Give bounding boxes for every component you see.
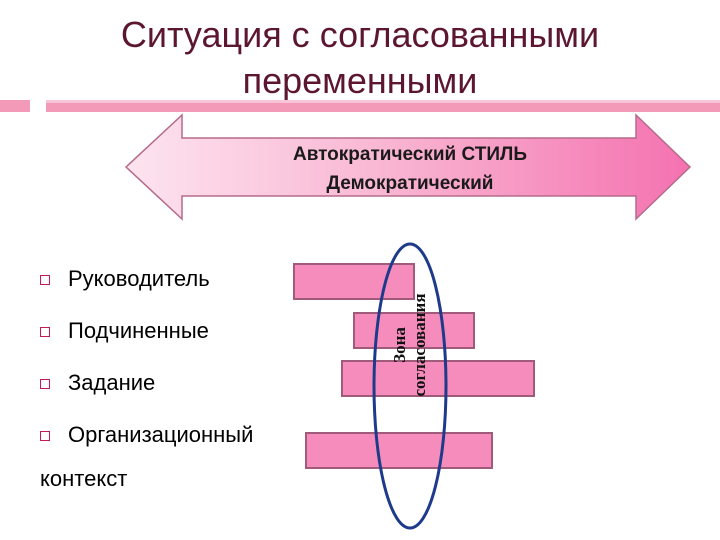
list-item: Подчиненные bbox=[40, 308, 340, 360]
style-arrow-line-1: Автократический СТИЛЬ bbox=[292, 144, 528, 165]
agreement-zone-label: Зона согласования bbox=[390, 280, 430, 410]
slide-title-line-2: переменными bbox=[242, 60, 478, 101]
subordinates-bar bbox=[353, 312, 475, 349]
style-arrow-label: Автократический СТИЛЬ Демократический bbox=[160, 140, 660, 198]
list-item: Организационный bbox=[40, 412, 340, 464]
org-context-bar bbox=[305, 432, 493, 469]
variables-list: Руководитель Подчиненные Задание Организ… bbox=[40, 256, 340, 464]
style-arrow-line-2: Демократический bbox=[326, 173, 494, 194]
square-bullet-icon bbox=[40, 327, 50, 337]
agreement-zone-line-2: согласования bbox=[410, 293, 429, 397]
list-item: Задание bbox=[40, 360, 340, 412]
slide-title-line-1: Ситуация с согласованными bbox=[120, 14, 600, 55]
square-bullet-icon bbox=[40, 379, 50, 389]
square-bullet-icon bbox=[40, 431, 50, 441]
square-bullet-icon bbox=[40, 275, 50, 285]
slide-title: Ситуация с согласованными переменными bbox=[0, 12, 720, 104]
agreement-zone-line-1: Зона bbox=[390, 327, 409, 363]
title-underline bbox=[0, 100, 720, 112]
list-item-continuation: контекст bbox=[40, 466, 128, 491]
leader-bar bbox=[293, 263, 415, 300]
list-item: Руководитель bbox=[40, 256, 340, 308]
